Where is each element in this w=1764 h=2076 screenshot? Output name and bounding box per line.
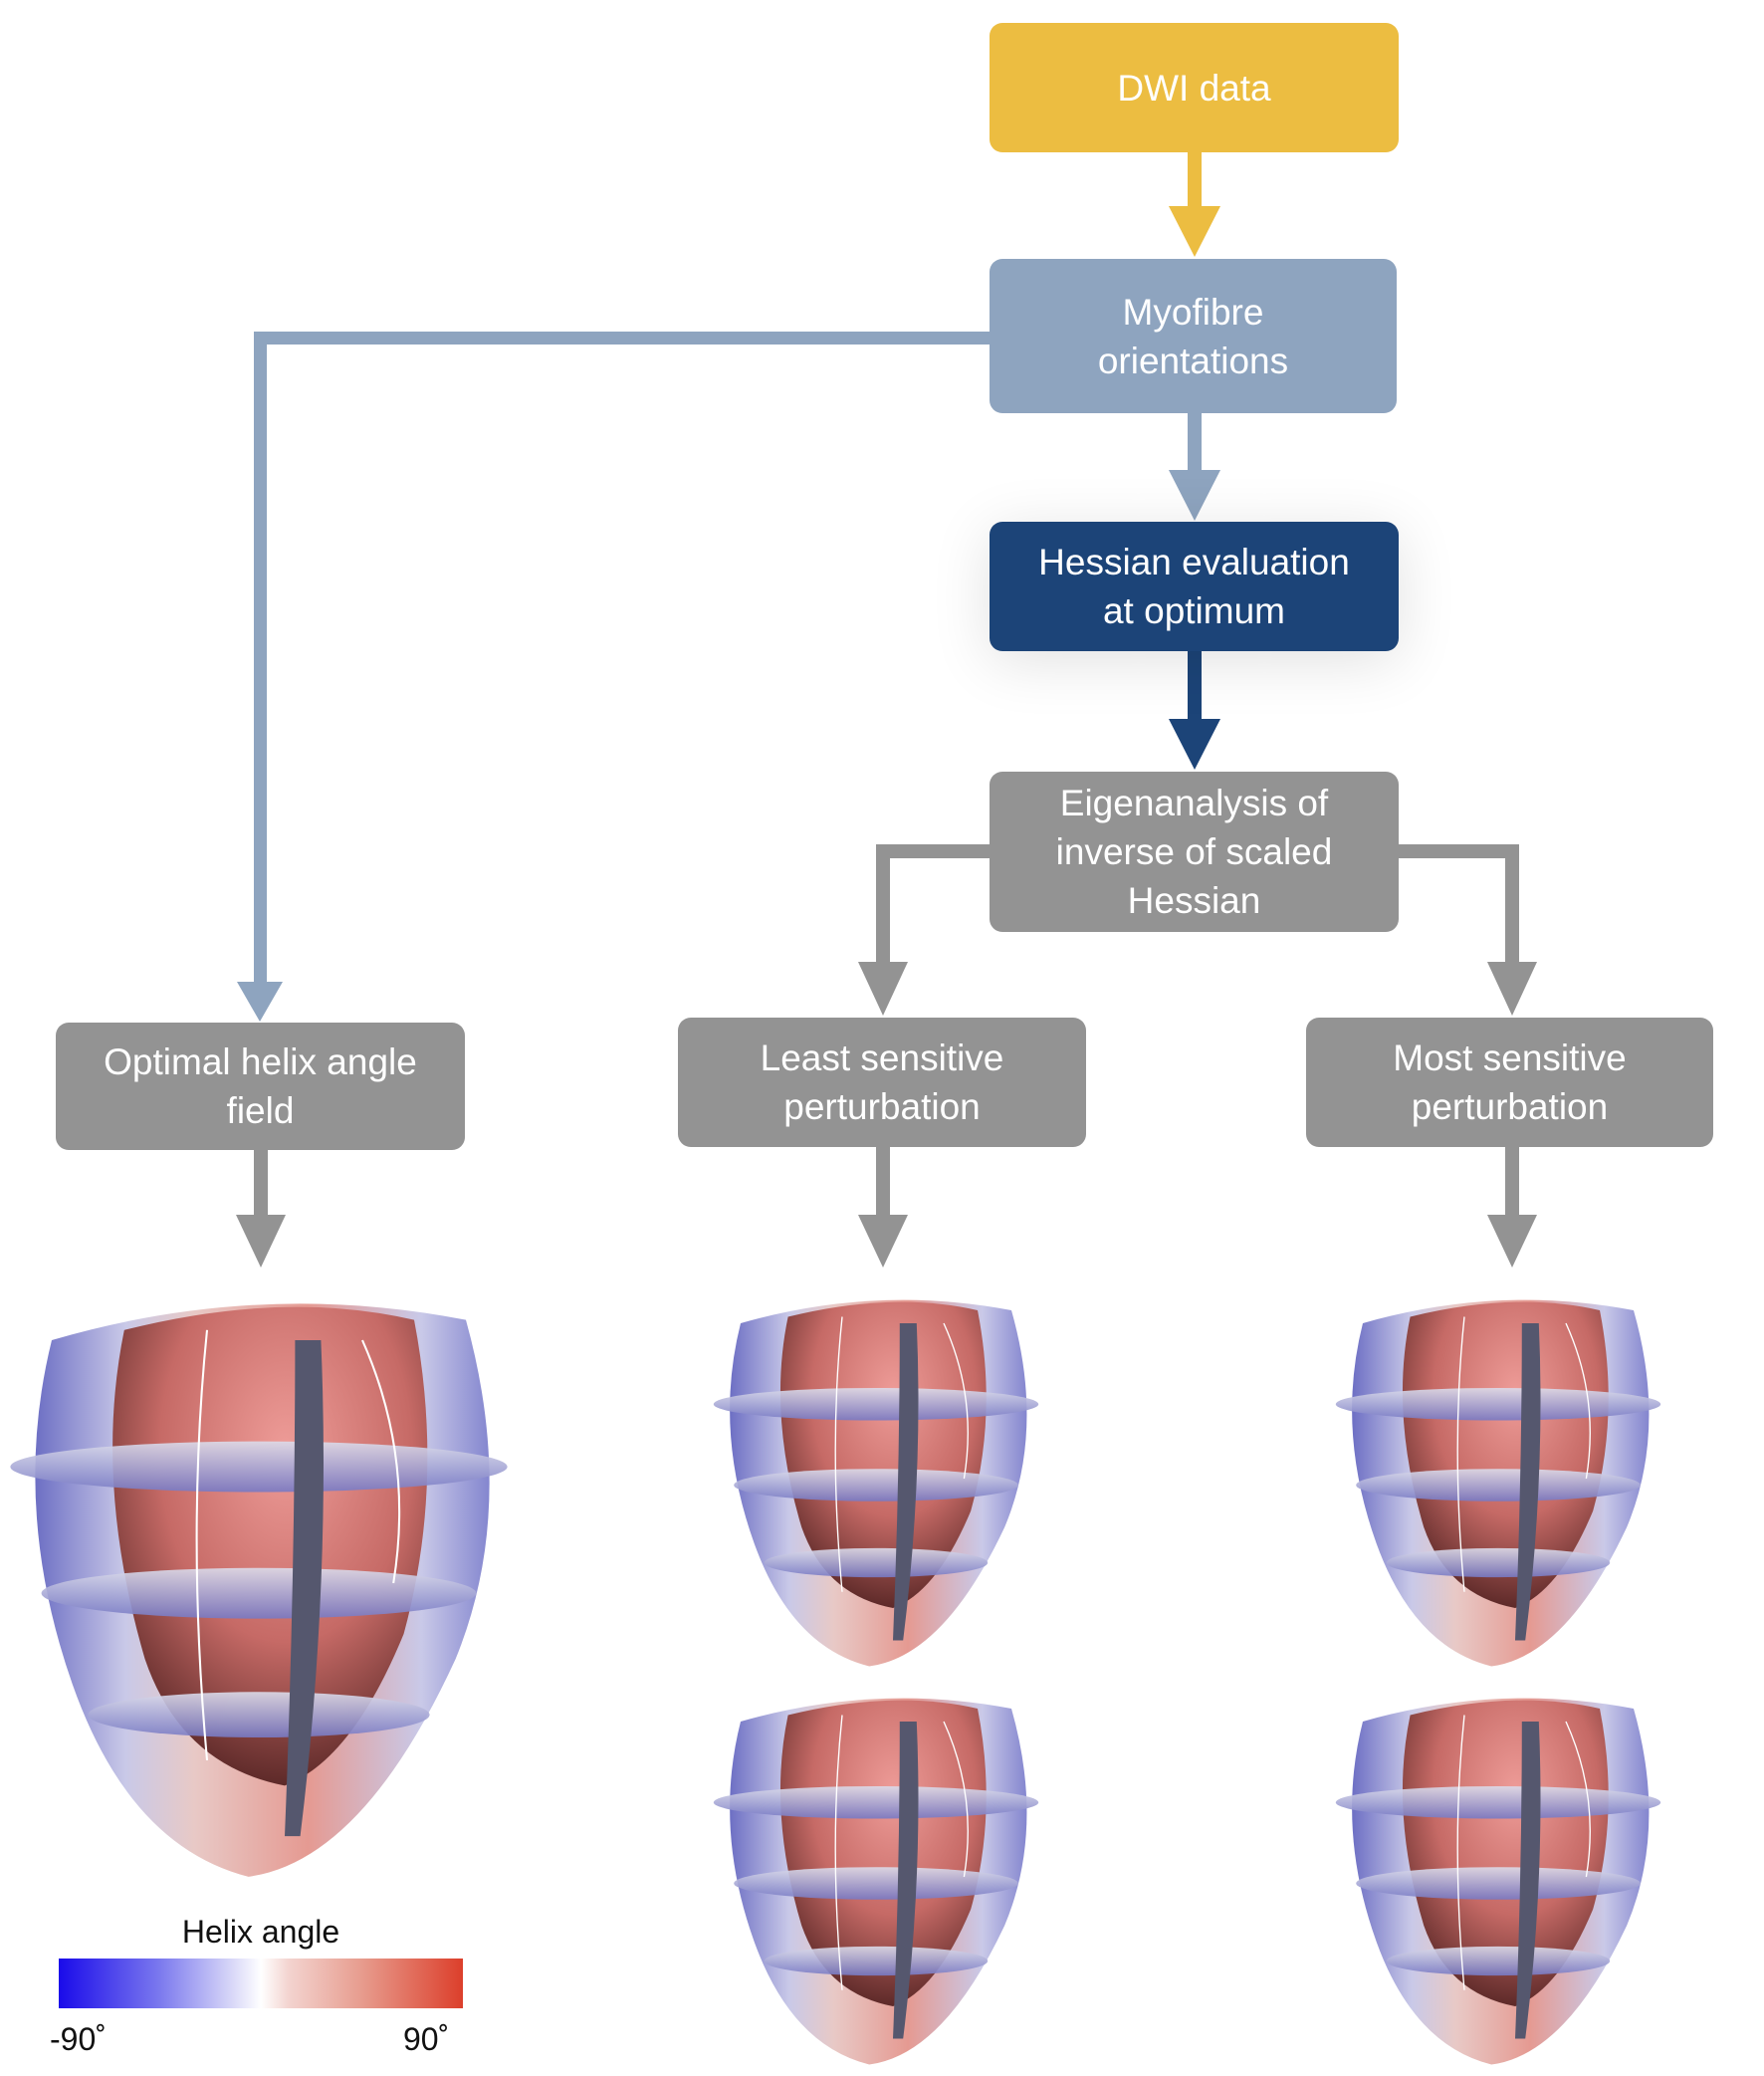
node-eigenanalysis: Eigenanalysis of inverse of scaled Hessi… (990, 772, 1399, 932)
heart-core (112, 1306, 428, 1786)
contour-line (834, 1715, 843, 1990)
heart-ring (1356, 1469, 1641, 1501)
contour-line (1456, 1316, 1465, 1592)
heart-slice (285, 1340, 324, 1837)
arrow-most-to-hearts (1487, 1147, 1537, 1268)
heart-ring (734, 1469, 1018, 1501)
arrow-hessian-to-eigen (1169, 647, 1220, 770)
contour-line (943, 1721, 969, 1878)
contour-line (1565, 1721, 1591, 1878)
node-myofibre-orientations: Myofibre orientations (990, 259, 1397, 413)
node-dwi-data: DWI data (990, 23, 1399, 152)
heart-most-1 (1329, 1284, 1667, 1673)
heart-ring (734, 1867, 1018, 1900)
heart-ring (88, 1692, 430, 1738)
arrow-eigen-to-most (1397, 844, 1537, 1016)
heart-ring (1386, 1547, 1611, 1578)
heart-ring (713, 1786, 1039, 1819)
colorbar-min-label: -90˚ (50, 2021, 107, 2057)
colorbar-title: Helix angle (181, 1914, 340, 1950)
heart-slice (893, 1722, 919, 2039)
contour-line (1456, 1715, 1465, 1990)
heart-least-1 (707, 1284, 1045, 1673)
contour-line (195, 1329, 209, 1761)
node-most-sensitive: Most sensitive perturbation (1306, 1018, 1713, 1147)
heart-least-2 (707, 1683, 1045, 2071)
heart-optimal (0, 1279, 518, 1887)
heart-ring (1335, 1388, 1661, 1421)
heart-core (1402, 1700, 1609, 2006)
arrow-myofibre-to-hessian (1169, 410, 1220, 521)
contour-line (1565, 1322, 1591, 1480)
heart-ring (41, 1567, 477, 1619)
node-hessian-evaluation: Hessian evaluation at optimum (990, 522, 1399, 651)
heart-core (779, 1301, 987, 1608)
heart-slice (893, 1323, 919, 1641)
arrow-dwi-to-myofibre (1169, 149, 1220, 257)
node-optimal-helix-angle: Optimal helix angle field (56, 1023, 465, 1150)
heart-ring (764, 1946, 989, 1976)
heart-ring (764, 1547, 989, 1578)
heart-most-2 (1329, 1683, 1667, 2071)
node-least-sensitive: Least sensitive perturbation (678, 1018, 1086, 1147)
arrow-eigen-to-least (858, 844, 992, 1016)
heart-ring (1386, 1946, 1611, 1976)
contour-line (361, 1339, 401, 1584)
heart-ring (1356, 1867, 1641, 1900)
heart-ring (1335, 1786, 1661, 1819)
heart-slice (1515, 1722, 1541, 2039)
arrow-least-to-hearts (858, 1147, 908, 1268)
contour-line (834, 1316, 843, 1592)
heart-core (779, 1700, 987, 2006)
arrow-optimal-to-heart (236, 1147, 286, 1268)
arrow-myofibre-to-optimal (237, 332, 992, 1022)
colorbar-max-label: 90˚ (403, 2021, 450, 2057)
heart-ring (713, 1388, 1039, 1421)
heart-core (1402, 1301, 1609, 1608)
contour-line (943, 1322, 969, 1480)
colorbar (59, 1959, 463, 2008)
heart-ring (10, 1441, 508, 1493)
heart-slice (1515, 1323, 1541, 1641)
